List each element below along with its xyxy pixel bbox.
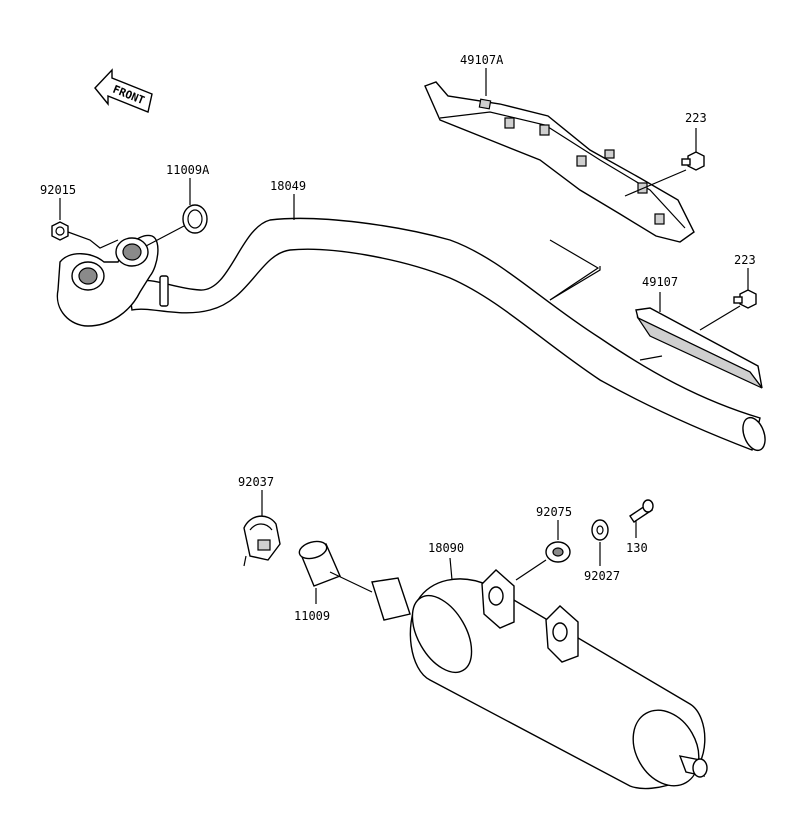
nut-92015 xyxy=(51,221,69,241)
exhaust-flanges xyxy=(56,234,159,327)
leader-lines xyxy=(59,68,749,604)
label-223-lower: 223 xyxy=(734,253,756,267)
heat-guard-upper xyxy=(424,81,695,243)
bolt-223-upper xyxy=(681,151,705,171)
bolt-223-lower xyxy=(733,289,757,309)
bolt-130 xyxy=(629,499,654,523)
washer-92027 xyxy=(591,519,609,541)
label-92027: 92027 xyxy=(584,569,620,583)
muffler xyxy=(371,569,708,790)
exhaust-pipe xyxy=(127,217,766,452)
front-arrow-badge: FRONT xyxy=(94,68,153,113)
label-92015: 92015 xyxy=(40,183,76,197)
gasket-11009A xyxy=(182,204,208,234)
label-92075: 92075 xyxy=(536,505,572,519)
grommet-92075 xyxy=(545,541,571,563)
label-11009A: 11009A xyxy=(166,163,210,177)
heat-guard-lower xyxy=(635,307,763,389)
label-18049: 18049 xyxy=(270,179,306,193)
label-130: 130 xyxy=(626,541,648,555)
sleeve-11009 xyxy=(298,540,341,587)
clamp-92037 xyxy=(243,515,281,567)
label-49107A: 49107A xyxy=(460,53,504,67)
label-223-upper: 223 xyxy=(685,111,707,125)
label-11009: 11009 xyxy=(294,609,330,623)
label-92037: 92037 xyxy=(238,475,274,489)
label-18090: 18090 xyxy=(428,541,464,555)
label-49107: 49107 xyxy=(642,275,678,289)
